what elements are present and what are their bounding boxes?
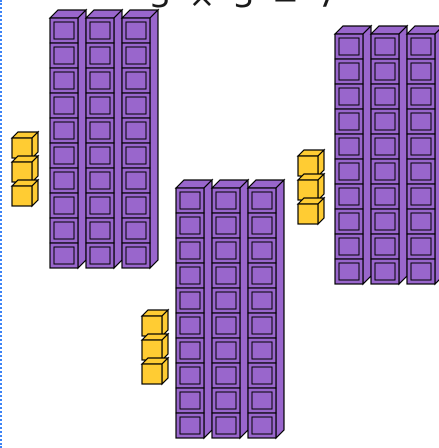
group-1-ten-rod-1 bbox=[50, 10, 86, 268]
group-2-one-cube-2 bbox=[142, 334, 168, 360]
group-1 bbox=[12, 10, 158, 268]
group-2 bbox=[142, 180, 284, 438]
group-2-ten-rod-3 bbox=[248, 180, 284, 438]
group-2-ten-rod-2 bbox=[212, 180, 248, 438]
group-3-ten-rod-1 bbox=[335, 26, 371, 284]
group-2-one-cube-3 bbox=[142, 358, 168, 384]
group-1-one-cube-1 bbox=[12, 132, 38, 158]
group-1-one-cube-2 bbox=[12, 156, 38, 182]
group-3-ten-rod-2 bbox=[371, 26, 407, 284]
group-2-ten-rod-1 bbox=[176, 180, 212, 438]
group-2-one-cube-1 bbox=[142, 310, 168, 336]
group-3-ten-rod-3 bbox=[407, 26, 439, 284]
group-1-ten-rod-3 bbox=[122, 10, 158, 268]
group-3-one-cube-2 bbox=[298, 174, 324, 200]
group-3-one-cube-1 bbox=[298, 150, 324, 176]
group-1-one-cube-3 bbox=[12, 180, 38, 206]
group-1-ten-rod-2 bbox=[86, 10, 122, 268]
group-3-one-cube-3 bbox=[298, 198, 324, 224]
group-3 bbox=[298, 26, 439, 284]
